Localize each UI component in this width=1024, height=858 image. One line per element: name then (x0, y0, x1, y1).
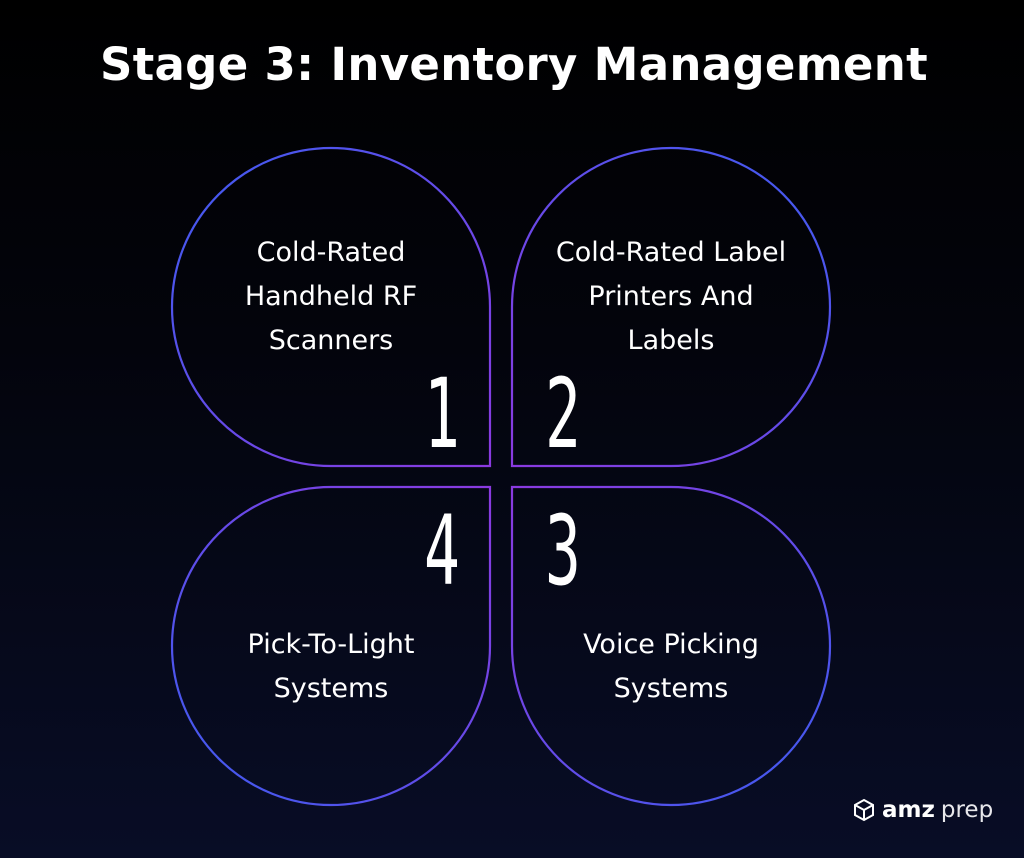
petal-2-number: 2 (544, 358, 581, 470)
logo-bold-text: amz (882, 797, 935, 823)
petal-4-number: 4 (423, 495, 460, 607)
brand-logo: amz prep (852, 797, 993, 823)
petal-2-outline (510, 146, 832, 468)
logo-regular-text: prep (940, 797, 994, 823)
page-title: Stage 3: Inventory Management (100, 38, 928, 91)
petal-3-number: 3 (544, 495, 581, 607)
petal-3-label: Voice Picking Systems (583, 629, 759, 704)
petal-1-label: Cold-Rated Handheld RF Scanners (244, 237, 418, 356)
cube-icon (854, 798, 874, 822)
petal-4-label: Pick-To-Light Systems (247, 629, 415, 704)
petal-1-number: 1 (423, 358, 460, 470)
petal-2-label: Cold-Rated Label Printers And Labels (555, 237, 787, 356)
petal-3-outline (510, 485, 832, 807)
petal-1-outline (170, 146, 492, 468)
petal-4-outline (170, 485, 492, 807)
